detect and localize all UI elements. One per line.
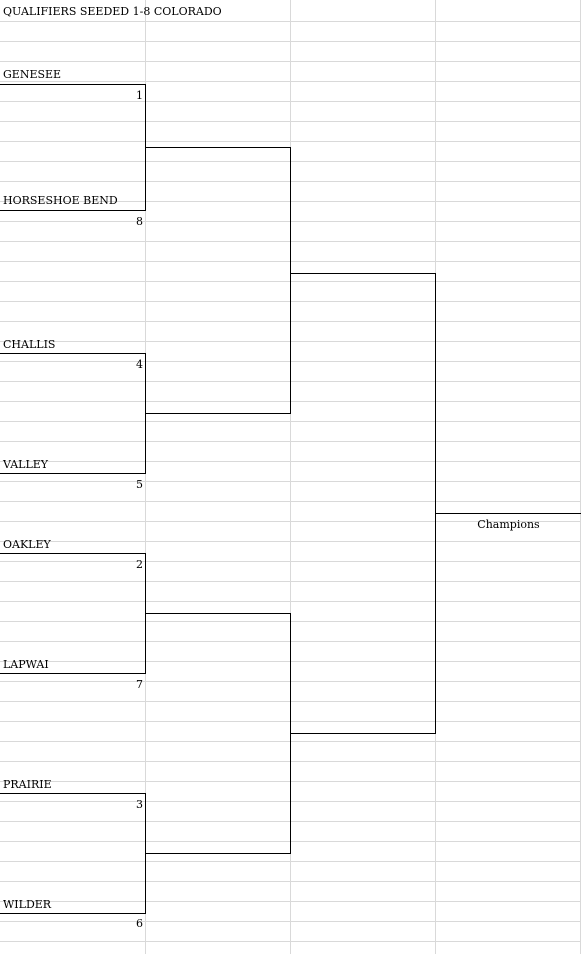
bracket-line xyxy=(0,210,146,211)
team-seed: 1 xyxy=(136,89,143,102)
champion-label: Champions xyxy=(477,518,540,531)
bracket-line xyxy=(145,413,291,414)
bracket-line xyxy=(0,473,146,474)
team-name-oakley: OAKLEY xyxy=(3,538,51,551)
grid-column-line xyxy=(290,0,291,954)
bracket-line xyxy=(0,353,146,354)
bracket-line xyxy=(0,913,146,914)
bracket-line xyxy=(290,273,436,274)
team-seed: 4 xyxy=(136,358,143,371)
team-seed: 7 xyxy=(136,678,143,691)
team-seed: 5 xyxy=(136,478,143,491)
bracket-line xyxy=(435,513,581,514)
team-name-horseshoe-bend: HORSESHOE BEND xyxy=(3,194,118,207)
bracket-line xyxy=(0,84,146,85)
team-name-valley: VALLEY xyxy=(3,458,49,471)
team-seed: 8 xyxy=(136,215,143,228)
team-name-prairie: PRAIRIE xyxy=(3,778,52,791)
team-seed: 2 xyxy=(136,558,143,571)
bracket-line xyxy=(290,733,436,734)
team-seed: 3 xyxy=(136,798,143,811)
bracket-title: QUALIFIERS SEEDED 1-8 COLORADO xyxy=(3,5,222,18)
bracket-line xyxy=(0,553,146,554)
bracket-line xyxy=(145,853,291,854)
team-name-challis: CHALLIS xyxy=(3,338,56,351)
bracket-line xyxy=(145,147,291,148)
team-name-wilder: WILDER xyxy=(3,898,52,911)
team-name-genesee: GENESEE xyxy=(3,68,62,81)
bracket-line xyxy=(0,673,146,674)
bracket-line xyxy=(0,793,146,794)
bracket-line xyxy=(145,613,291,614)
team-seed: 6 xyxy=(136,917,143,930)
grid-column-line xyxy=(145,0,146,954)
bracket-line xyxy=(435,273,436,733)
bracket-line xyxy=(290,147,291,413)
team-name-lapwai: LAPWAI xyxy=(3,658,49,671)
